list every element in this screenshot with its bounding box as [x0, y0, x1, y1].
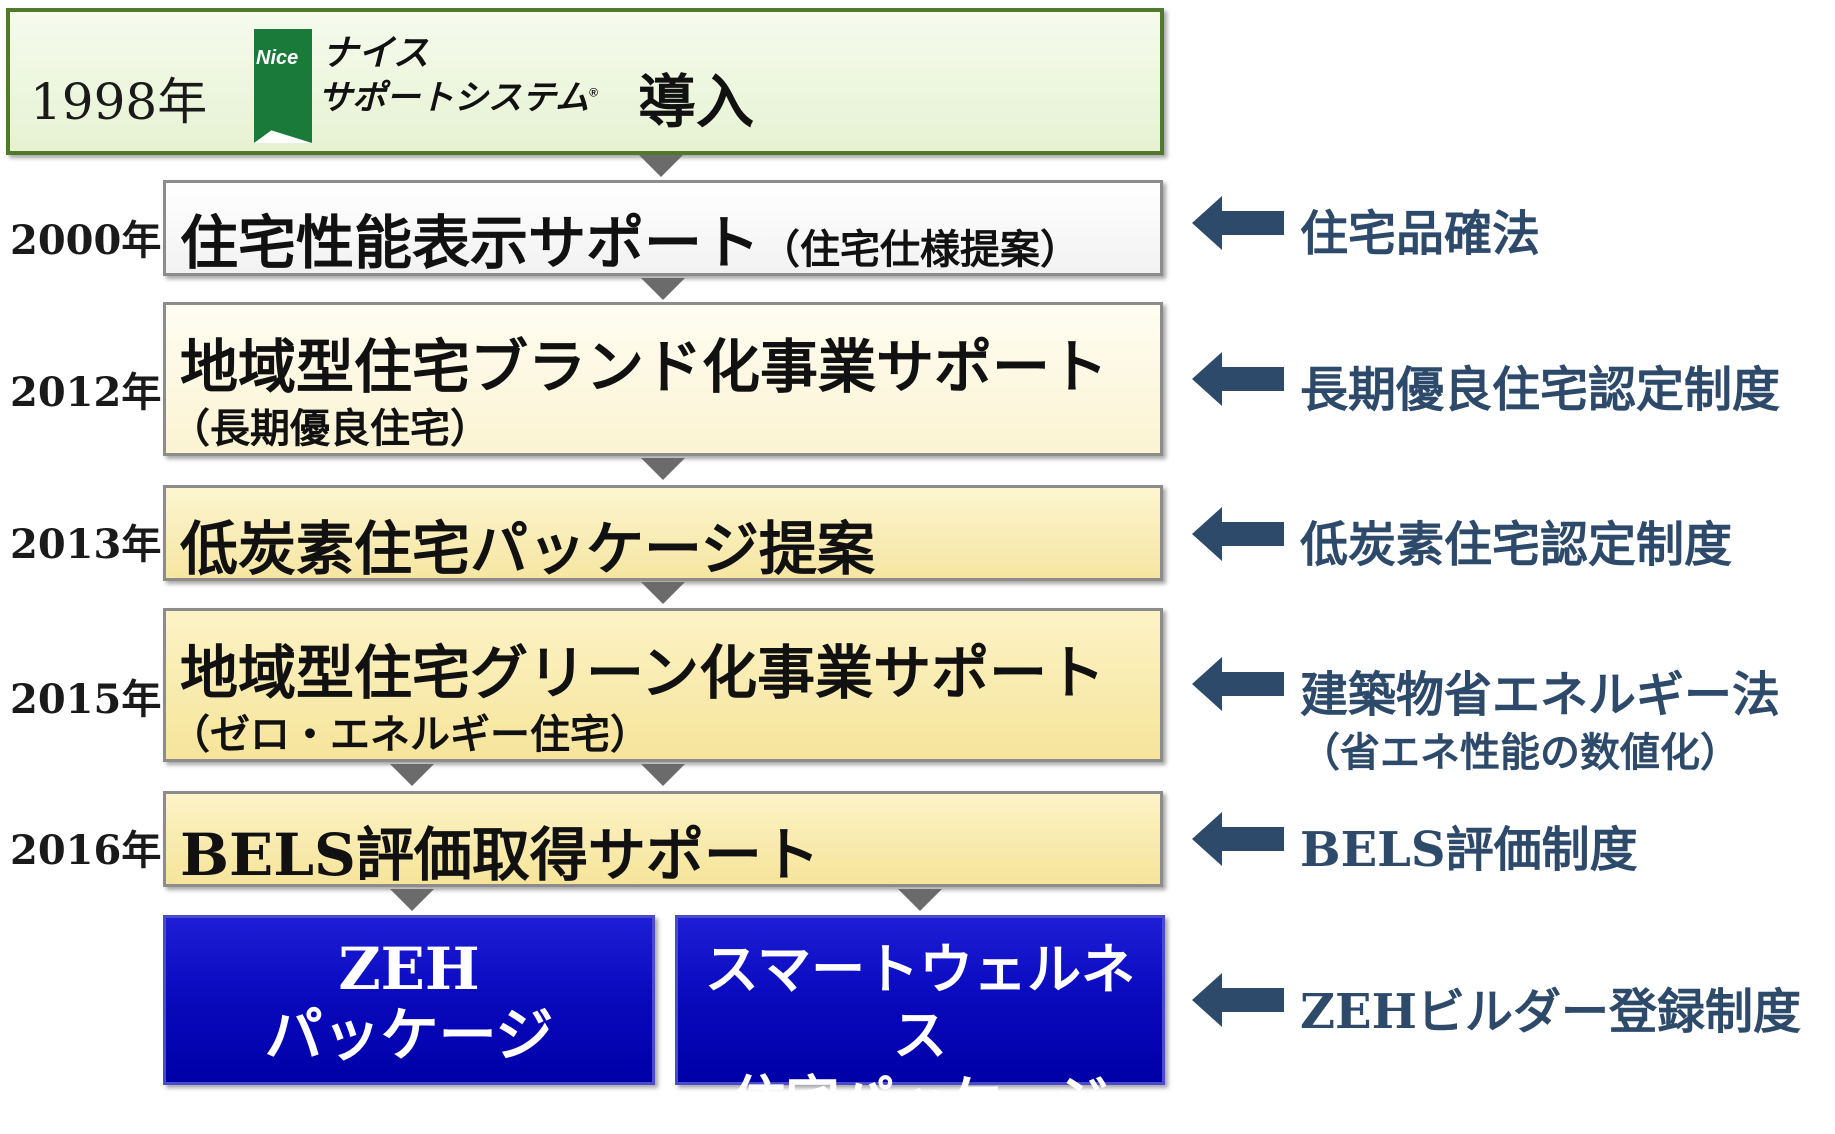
logo-badge: Nice [256, 47, 299, 69]
smart-wellness-line1: スマートウェルネス [704, 937, 1136, 1067]
year-2012: 2012年 [10, 369, 162, 416]
smart-wellness-box: スマートウェルネス 住宅パッケージ [675, 915, 1165, 1133]
law-2000: 住宅品確法 [1300, 206, 1541, 262]
row-2000-title: 住宅性能表示サポート（住宅仕様提案） [180, 196, 1080, 280]
law-2015: 建築物省エネルギー法 [1300, 667, 1781, 723]
year-2016: 2016年 [10, 827, 162, 874]
row-2015-box [163, 608, 1163, 762]
header-intro: 導入 [638, 68, 755, 136]
law-2013: 低炭素住宅認定制度 [1300, 517, 1733, 573]
row-2013-title: 低炭素住宅パッケージ提案 [180, 515, 875, 583]
row-2015-title: 地域型住宅グリーン化事業サポート [180, 639, 1106, 707]
row-2012-title: 地域型住宅ブランド化事業サポート [180, 333, 1109, 401]
connector-arrow-6b [898, 889, 942, 911]
row-2000-box [163, 180, 1163, 276]
header-year: 1998年 [30, 73, 208, 131]
connector-arrow-6a [390, 889, 434, 911]
row-2013-box [163, 485, 1163, 581]
connector-arrow-1 [639, 155, 683, 177]
zeh-package-line1: ZEH [338, 935, 480, 1003]
year-2015: 2015年 [10, 676, 162, 723]
logo-text-line2: サポートシステム® [318, 70, 598, 119]
logo-notch [254, 130, 312, 143]
arrow-left-icon [1192, 352, 1284, 406]
connector-arrow-3 [641, 458, 685, 480]
row-2016-title: BELS評価取得サポート [180, 821, 820, 889]
law-zeh: ZEHビルダー登録制度 [1300, 984, 1801, 1040]
zeh-package-line2: パッケージ [264, 1001, 554, 1069]
arrow-left-icon [1192, 812, 1284, 866]
arrow-left-icon [1192, 657, 1284, 711]
nice-logo: Nice [254, 29, 312, 143]
arrow-left-icon [1192, 196, 1284, 250]
connector-arrow-5b [641, 764, 685, 786]
row-2000-title-paren: （住宅仕様提案） [760, 226, 1081, 273]
row-2015-subtitle: （ゼロ・エネルギー住宅） [170, 711, 650, 758]
logo-text-line1: ナイス [322, 32, 429, 73]
arrow-left-icon [1192, 973, 1284, 1027]
row-2012-box [163, 302, 1163, 456]
zeh-package-box: ZEH パッケージ [163, 915, 655, 1085]
logo-registered-mark: ® [588, 85, 598, 100]
year-2000: 2000年 [10, 217, 162, 264]
header-box [6, 8, 1164, 155]
row-2012-subtitle: （長期優良住宅） [170, 405, 490, 452]
law-2012: 長期優良住宅認定制度 [1300, 362, 1781, 418]
connector-arrow-5a [390, 764, 434, 786]
row-2016-box [163, 791, 1163, 887]
connector-arrow-4 [641, 582, 685, 604]
connector-arrow-2 [641, 278, 685, 300]
law-2016: BELS評価制度 [1300, 822, 1638, 878]
arrow-left-icon [1192, 507, 1284, 561]
year-2013: 2013年 [10, 521, 162, 568]
row-2000-title-main: 住宅性能表示サポート [180, 209, 761, 277]
law-2015-subtitle: （省エネ性能の数値化） [1300, 729, 1740, 776]
logo-text-line2-label: サポートシステム [318, 79, 589, 117]
smart-wellness-line2: 住宅パッケージ [731, 1069, 1109, 1133]
